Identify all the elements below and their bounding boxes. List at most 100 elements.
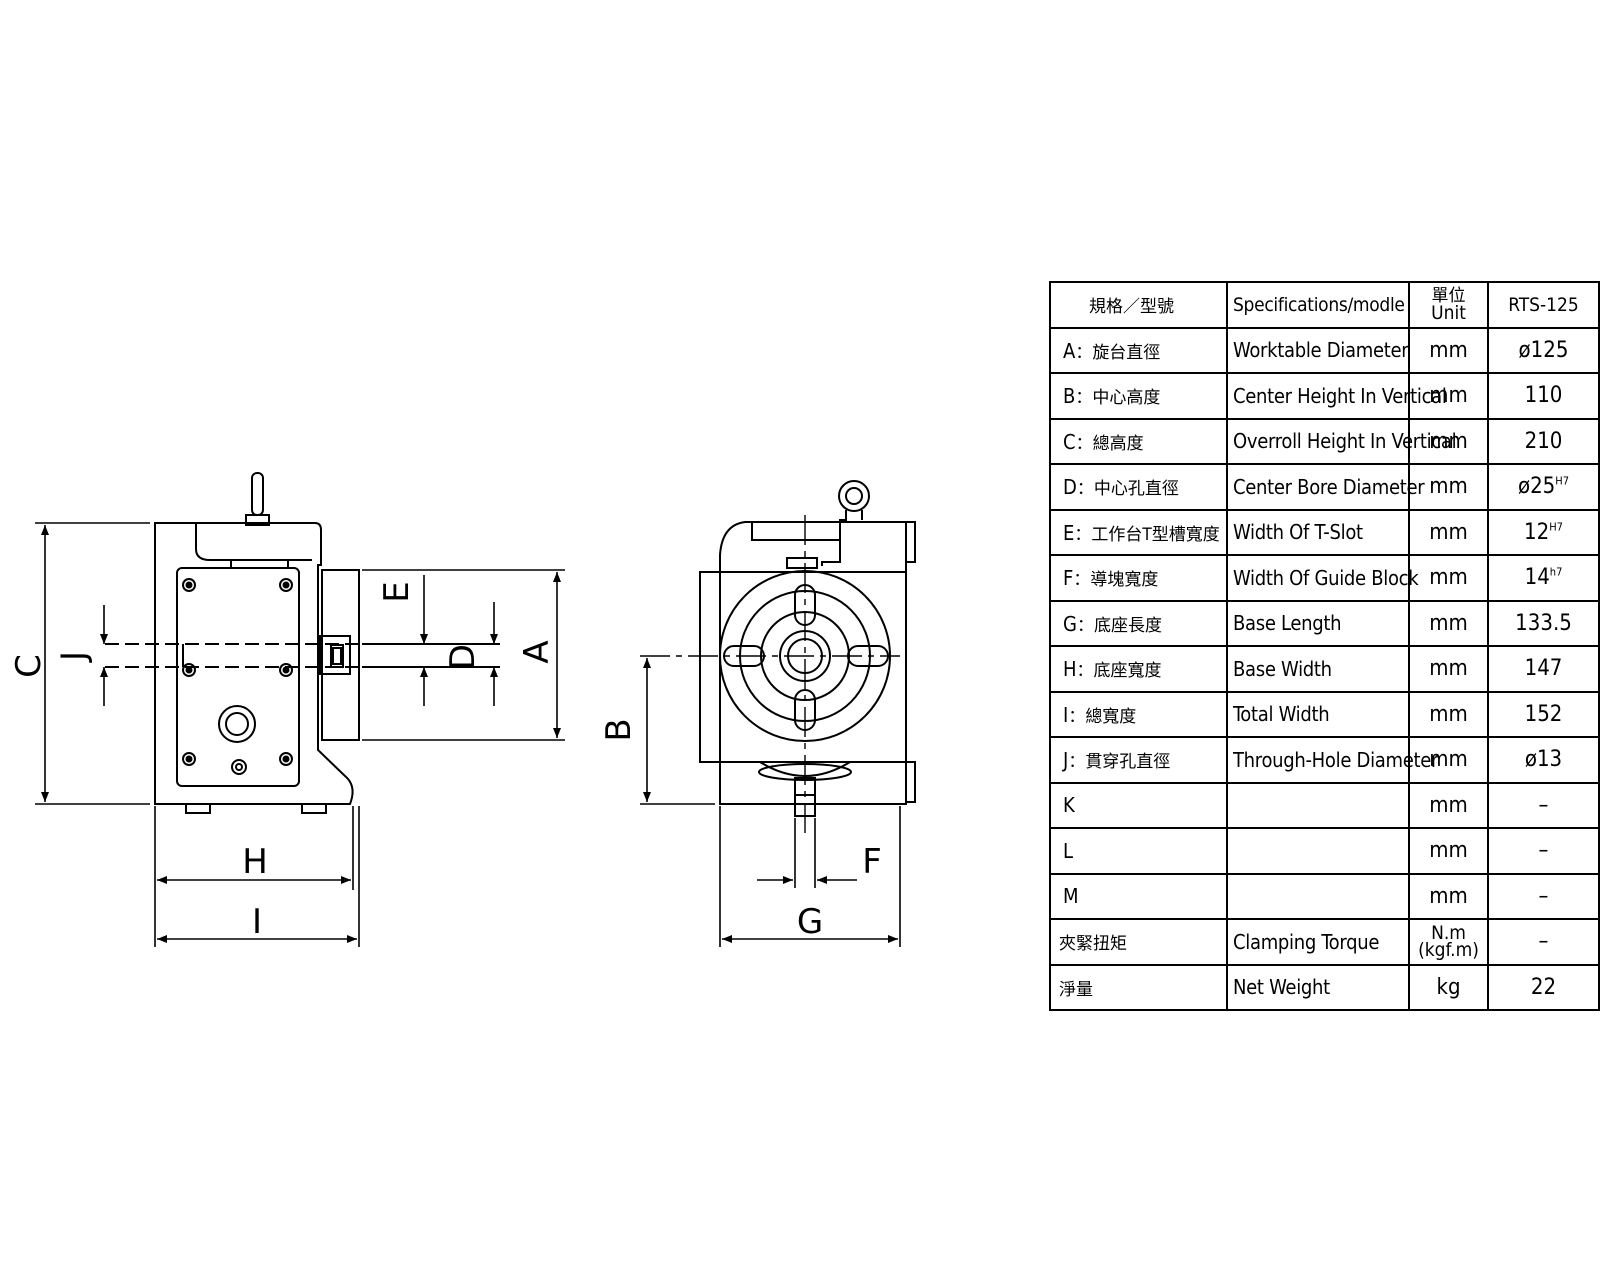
spec-value: 22 [1487,963,1600,1011]
spec-value: ø125 [1487,326,1600,374]
front-view-dimensions [640,658,901,947]
spec-unit: mm [1408,872,1489,920]
spec-unit: mm [1408,690,1489,738]
spec-unit: mm [1408,372,1489,420]
spec-key: B：中心高度 [1049,372,1228,420]
spec-en: Worktable Diameter [1226,326,1410,374]
spec-key: L [1049,827,1228,875]
spec-en: Width Of T-Slot [1226,508,1410,556]
spec-en: Through-Hole Diameter [1226,736,1438,784]
spec-value: – [1487,872,1600,920]
side-view [105,472,500,814]
spec-unit: mm [1408,781,1489,829]
spec-value: 14h7 [1487,554,1600,602]
spec-key: I：總寬度 [1049,690,1228,738]
spec-value: ø13 [1487,736,1600,784]
spec-en [1226,872,1410,920]
tolerance-sup: H7 [1549,520,1563,534]
spec-value: 147 [1487,645,1600,693]
spec-key: F：導塊寬度 [1049,554,1228,602]
tolerance-sup: H7 [1555,474,1570,488]
spec-unit: mm [1408,326,1489,374]
spec-value: – [1487,781,1600,829]
lifting-eye [838,480,870,512]
spec-en: Base Width [1226,645,1410,693]
side-view-dimensions [35,522,565,947]
spec-unit: mm [1408,827,1489,875]
spec-value: 110 [1487,372,1600,420]
side-body-outline [154,522,354,805]
spec-key: H：底座寬度 [1049,645,1228,693]
label-J: J [54,651,94,663]
spec-key: G：底座長度 [1049,599,1228,647]
header-en: Specifications/modle [1226,281,1410,329]
label-E: E [377,581,417,602]
header-zh: 規格／型號 [1049,281,1228,329]
spec-value: 152 [1487,690,1600,738]
spec-unit: kg [1408,963,1489,1011]
spec-unit: N.m(kgf.m) [1408,918,1489,966]
label-I: I [252,902,262,942]
spec-unit: mm [1408,508,1489,556]
label-D: D [443,644,483,670]
spec-key: J：貫穿孔直徑 [1049,736,1228,784]
spec-value: 133.5 [1487,599,1600,647]
spec-key: E：工作台T型槽寬度 [1049,508,1228,556]
spec-value: 210 [1487,417,1600,465]
spec-value: – [1487,827,1600,875]
spec-en [1226,781,1410,829]
front-view [699,480,916,817]
dimension-letters: C J E D A B H I F G [9,581,882,942]
technical-drawing: C J E D A B H I F G [9,472,916,947]
spec-unit: mm [1408,736,1489,784]
spec-key: D：中心孔直徑 [1049,463,1228,511]
spec-key: 夾緊扭矩 [1049,918,1228,966]
spec-key: A：旋台直徑 [1049,326,1228,374]
label-B: B [599,718,639,741]
spec-key: C：總高度 [1049,417,1228,465]
label-F: F [862,842,882,882]
spec-value: – [1487,918,1600,966]
spec-unit: mm [1408,417,1489,465]
tolerance-sup: h7 [1549,565,1563,579]
spec-unit: mm [1408,599,1489,647]
table-disk [321,569,360,741]
spec-en: Total Width [1226,690,1410,738]
spec-value: 12H7 [1487,508,1600,556]
spec-en: Clamping Torque [1226,918,1410,966]
spec-key: K [1049,781,1228,829]
spec-en [1226,827,1410,875]
spec-en: Center Bore Diameter [1226,463,1425,511]
spec-unit: mm [1408,463,1489,511]
header-model: RTS-125 [1487,281,1600,329]
label-C: C [9,654,49,678]
spec-en: Overroll Height In Vertical [1226,417,1457,465]
spec-en: Net Weight [1226,963,1410,1011]
label-G: G [797,902,823,942]
spec-en: Base Length [1226,599,1410,647]
handwheel-boss [218,705,256,743]
spec-value: ø25H7 [1487,463,1600,511]
spec-en: Center Height In Vertical [1226,372,1447,420]
cover-plate [176,567,300,787]
spec-unit: mm [1408,554,1489,602]
spec-key: 淨量 [1049,963,1228,1011]
spec-en: Width Of Guide Block [1226,554,1419,602]
label-H: H [242,842,268,882]
